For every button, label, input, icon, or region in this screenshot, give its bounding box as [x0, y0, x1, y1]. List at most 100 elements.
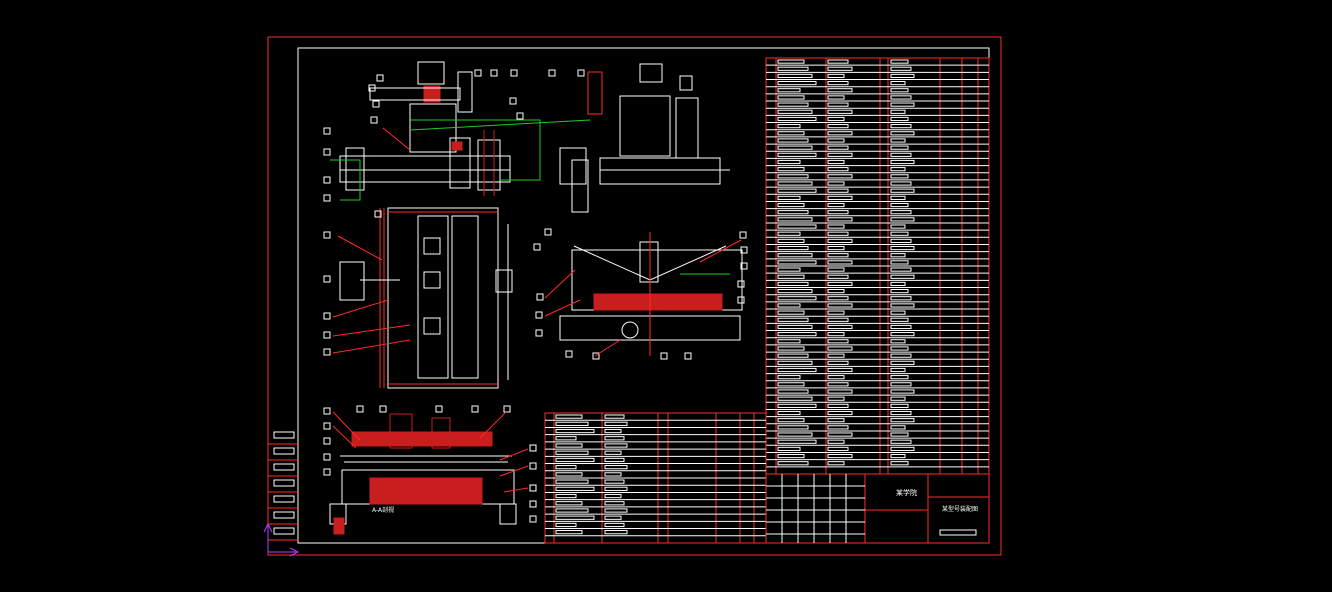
balloon-26	[535, 329, 543, 337]
leader-line-14	[499, 465, 529, 477]
parts-right-qty-cell	[827, 396, 845, 401]
parts-right-qty-cell	[827, 346, 853, 351]
parts-right-qty-cell	[827, 231, 849, 236]
parts-bottom-qty-cell	[604, 465, 628, 470]
parts-right-qty-cell	[827, 410, 853, 416]
parts-right-name-cell	[777, 59, 805, 64]
parts-right-name-cell	[777, 332, 817, 337]
top-bolt-3	[423, 317, 441, 335]
balloon-14	[374, 210, 382, 218]
parts-right-name-cell	[777, 210, 809, 215]
parts-right-mat-cell	[890, 410, 912, 416]
balloon-37	[323, 422, 331, 430]
parts-right-mat-cell	[890, 109, 906, 114]
parts-bottom-name-cell	[555, 428, 595, 434]
parts-right-qty-cell	[827, 202, 845, 208]
sectb-pulley	[621, 321, 639, 339]
parts-right-mat-cell	[890, 389, 915, 394]
parts-right-qty-cell	[827, 73, 845, 79]
balloon-44	[471, 405, 479, 413]
parts-bottom-name-cell	[555, 450, 589, 455]
leader-line-5	[332, 339, 411, 354]
parts-right-qty-cell	[827, 66, 853, 71]
top-end-nut	[495, 269, 513, 293]
balloon-18	[533, 243, 541, 251]
side-guide	[675, 97, 699, 159]
balloon-3	[510, 69, 518, 77]
parts-right-name-cell	[777, 260, 817, 265]
parts-right-qty-cell	[827, 95, 845, 100]
parts-right-qty-cell	[827, 174, 853, 179]
parts-right-mat-cell	[890, 81, 906, 86]
parts-bottom-name-cell	[555, 457, 595, 463]
balloon-40	[323, 468, 331, 476]
parts-right-qty-cell	[827, 138, 845, 143]
parts-right-mat-cell	[890, 332, 915, 337]
parts-right-mat-cell	[890, 439, 912, 444]
sectb-hatch	[593, 293, 723, 311]
balloon-50	[529, 515, 537, 523]
balloon-32	[565, 350, 573, 358]
parts-bottom-name-cell	[555, 508, 589, 513]
revision-tab-4	[273, 479, 295, 487]
parts-right-name-cell	[777, 389, 809, 394]
balloon-24	[536, 293, 544, 301]
parts-bottom-qty-cell	[604, 436, 625, 441]
parts-bottom-qty-cell	[604, 479, 625, 484]
parts-bottom-qty-cell	[604, 486, 628, 491]
parts-right-qty-cell	[827, 81, 849, 86]
end-cap-left	[345, 147, 365, 191]
parts-bottom-qty-cell	[604, 457, 625, 463]
parts-right-name-cell	[777, 310, 805, 315]
parts-right-mat-cell	[890, 367, 906, 373]
base-rail	[339, 155, 511, 183]
balloon-7	[368, 84, 376, 92]
parts-right-mat-cell	[890, 353, 912, 358]
parts-right-name-cell	[777, 274, 805, 279]
top-bolt-2	[423, 271, 441, 289]
revision-tab-6	[273, 511, 295, 519]
balloon-5	[577, 69, 585, 77]
parts-right-mat-cell	[890, 167, 906, 172]
parts-bottom-name-cell	[555, 515, 595, 520]
parts-right-name-cell	[777, 253, 813, 258]
parts-right-qty-cell	[827, 267, 845, 272]
parts-right-name-cell	[777, 116, 817, 122]
leader-line-8	[699, 239, 742, 263]
leader-line-13	[499, 448, 529, 461]
parts-right-name-cell	[777, 317, 809, 322]
parts-right-qty-cell	[827, 296, 849, 301]
parts-right-qty-cell	[827, 152, 853, 157]
parts-right-name-cell	[777, 188, 817, 193]
balloon-34	[660, 352, 668, 360]
parts-right-qty-cell	[827, 332, 845, 337]
leader-line-3	[332, 299, 389, 318]
side-foot	[571, 159, 589, 213]
dimension-line-2	[330, 159, 361, 201]
balloon-49	[529, 500, 537, 508]
gear-box	[409, 103, 457, 153]
parts-bottom-name-cell	[555, 501, 583, 506]
parts-bottom-qty-cell	[604, 421, 628, 426]
revision-tab-1	[273, 431, 295, 439]
parts-right-name-cell	[777, 375, 801, 380]
parts-bottom-qty-cell	[604, 414, 625, 419]
balloon-46	[529, 444, 537, 452]
leader-line-4	[332, 324, 411, 337]
parts-right-mat-cell	[890, 339, 906, 344]
parts-right-qty-cell	[827, 453, 853, 459]
parts-right-name-cell	[777, 453, 805, 459]
parts-right-mat-cell	[890, 317, 909, 322]
parts-right-name-cell	[777, 446, 801, 451]
balloon-39	[323, 453, 331, 461]
parts-right-name-cell	[777, 367, 817, 373]
parts-right-mat-cell	[890, 281, 906, 287]
parts-right-name-cell	[777, 145, 813, 150]
parts-right-name-cell	[777, 432, 813, 437]
section-view-b	[559, 232, 743, 356]
section-note-text: A-A剖视	[372, 506, 394, 514]
parts-right-mat-cell	[890, 88, 909, 93]
parts-right-mat-cell	[890, 174, 909, 179]
